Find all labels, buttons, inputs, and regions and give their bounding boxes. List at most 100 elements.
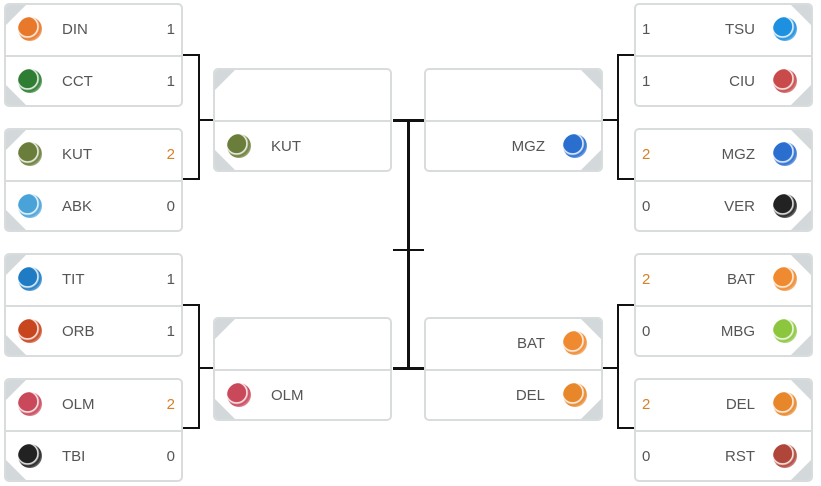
team-name: DEL (725, 396, 755, 413)
corner-marker (581, 70, 601, 90)
team-row[interactable] (215, 319, 390, 369)
corner-marker (791, 210, 811, 230)
bracket-connector (183, 54, 200, 56)
team-score: 1 (642, 73, 651, 90)
corner-marker (791, 255, 811, 275)
team-row[interactable]: VER 0 (636, 180, 811, 230)
team-row[interactable]: OLM (215, 369, 390, 419)
team-score: 1 (166, 21, 175, 38)
team-name: MGZ (721, 146, 755, 163)
team-logo-icon (773, 319, 797, 343)
team-name: OLM (271, 387, 304, 404)
match-box[interactable]: OLM (213, 317, 392, 421)
team-logo-icon (773, 392, 797, 416)
team-name: RST (725, 448, 755, 465)
bracket-connector (183, 304, 200, 306)
team-logo-icon (18, 194, 42, 218)
corner-marker (581, 399, 601, 419)
team-name: BAT (726, 271, 755, 288)
team-logo-icon (773, 142, 797, 166)
bracket-connector (183, 427, 200, 429)
bracket-connector (198, 304, 200, 429)
corner-marker (215, 150, 235, 170)
team-name: CIU (729, 73, 755, 90)
team-name: DEL (515, 387, 545, 404)
team-logo-icon (227, 134, 251, 158)
team-name: MBG (720, 323, 755, 340)
corner-marker (581, 319, 601, 339)
team-logo-icon (18, 392, 42, 416)
corner-marker (791, 85, 811, 105)
match-box[interactable]: KUT (213, 68, 392, 172)
team-name: KUT (271, 138, 301, 155)
corner-marker (215, 399, 235, 419)
team-row[interactable]: ABK 0 (6, 180, 181, 230)
team-row[interactable]: MGZ (426, 120, 601, 170)
team-logo-icon (18, 17, 42, 41)
team-name: ABK (62, 198, 93, 215)
team-logo-icon (18, 267, 42, 291)
team-logo-icon (18, 69, 42, 93)
team-row[interactable]: DEL 2 (636, 380, 811, 430)
team-name: VER (724, 198, 755, 215)
team-logo-icon (773, 267, 797, 291)
team-logo-icon (563, 383, 587, 407)
team-row[interactable]: CIU 1 (636, 55, 811, 105)
bracket-connector (183, 178, 200, 180)
team-row[interactable] (426, 70, 601, 120)
bracket-connector (603, 367, 618, 369)
corner-marker (6, 210, 26, 230)
team-row[interactable]: TSU 1 (636, 5, 811, 55)
team-score: 2 (166, 146, 175, 163)
team-logo-icon (773, 69, 797, 93)
team-score: 0 (642, 448, 651, 465)
team-row[interactable]: BAT (426, 319, 601, 369)
bracket-connector (617, 427, 634, 429)
team-name: TSU (725, 21, 755, 38)
team-score: 0 (166, 198, 175, 215)
team-score: 1 (166, 271, 175, 288)
team-logo-icon (227, 383, 251, 407)
team-row[interactable]: DEL (426, 369, 601, 419)
team-score: 2 (642, 146, 651, 163)
match-box[interactable]: MGZ (424, 68, 603, 172)
bracket-connector (617, 304, 634, 306)
corner-marker (791, 380, 811, 400)
bracket-connector (617, 54, 634, 56)
team-logo-icon (563, 134, 587, 158)
team-row[interactable]: RST 0 (636, 430, 811, 480)
match-box[interactable]: BAT DEL (424, 317, 603, 421)
team-row[interactable]: KUT 2 (6, 130, 181, 180)
team-name: KUT (62, 146, 92, 163)
team-name: TBI (62, 448, 86, 465)
team-row[interactable] (215, 70, 390, 120)
team-logo-icon (773, 444, 797, 468)
team-score: 2 (642, 396, 651, 413)
team-row[interactable]: MGZ 2 (636, 130, 811, 180)
team-row[interactable]: KUT (215, 120, 390, 170)
team-score: 1 (642, 21, 651, 38)
team-logo-icon (773, 17, 797, 41)
corner-marker (791, 335, 811, 355)
corner-marker (791, 460, 811, 480)
team-score: 0 (642, 198, 651, 215)
bracket-connector (198, 119, 213, 121)
bracket-connector (198, 367, 213, 369)
team-score: 1 (166, 73, 175, 90)
